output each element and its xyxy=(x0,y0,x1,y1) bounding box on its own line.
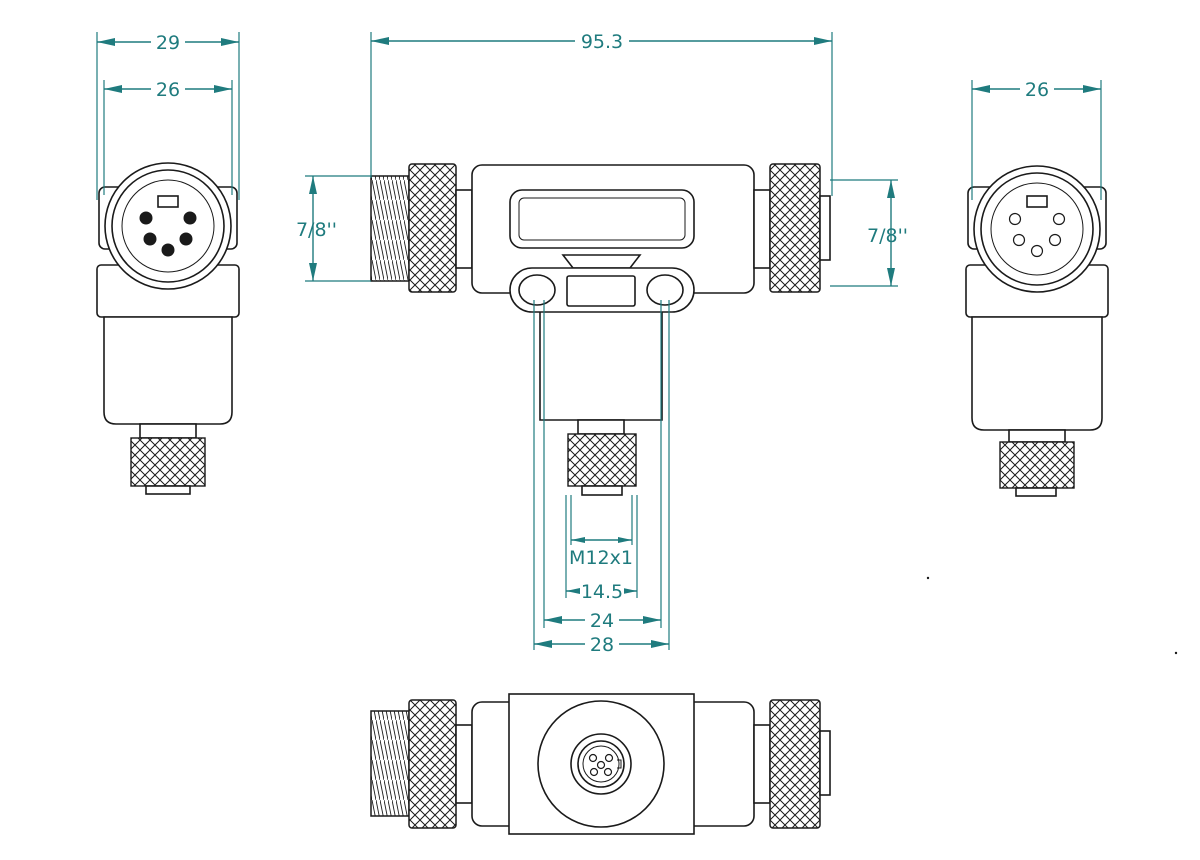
front-view xyxy=(370,163,831,496)
dimension-labels: 29 26 95.3 7/8'' 7/8'' 26 M12x1 14.5 24 … xyxy=(151,31,1054,656)
dim-nut-diameter: 14.5 xyxy=(581,581,623,603)
right-side-view xyxy=(965,165,1109,497)
dim-right-width: 26 xyxy=(1025,79,1049,101)
socket-holes xyxy=(1008,212,1066,258)
dim-body-outer: 28 xyxy=(590,634,614,656)
dim-thread-left: 7/8'' xyxy=(296,219,337,241)
dim-m12-thread: M12x1 xyxy=(569,547,633,569)
dim-left-width-inner: 26 xyxy=(156,79,180,101)
dim-left-width-outer: 29 xyxy=(156,32,180,54)
dim-thread-right: 7/8'' xyxy=(867,225,908,247)
bottom-view xyxy=(370,693,831,835)
pin-contacts xyxy=(139,211,197,257)
left-side-view xyxy=(96,162,240,495)
dim-body-inner: 24 xyxy=(590,610,614,632)
dim-top-length: 95.3 xyxy=(581,31,623,53)
